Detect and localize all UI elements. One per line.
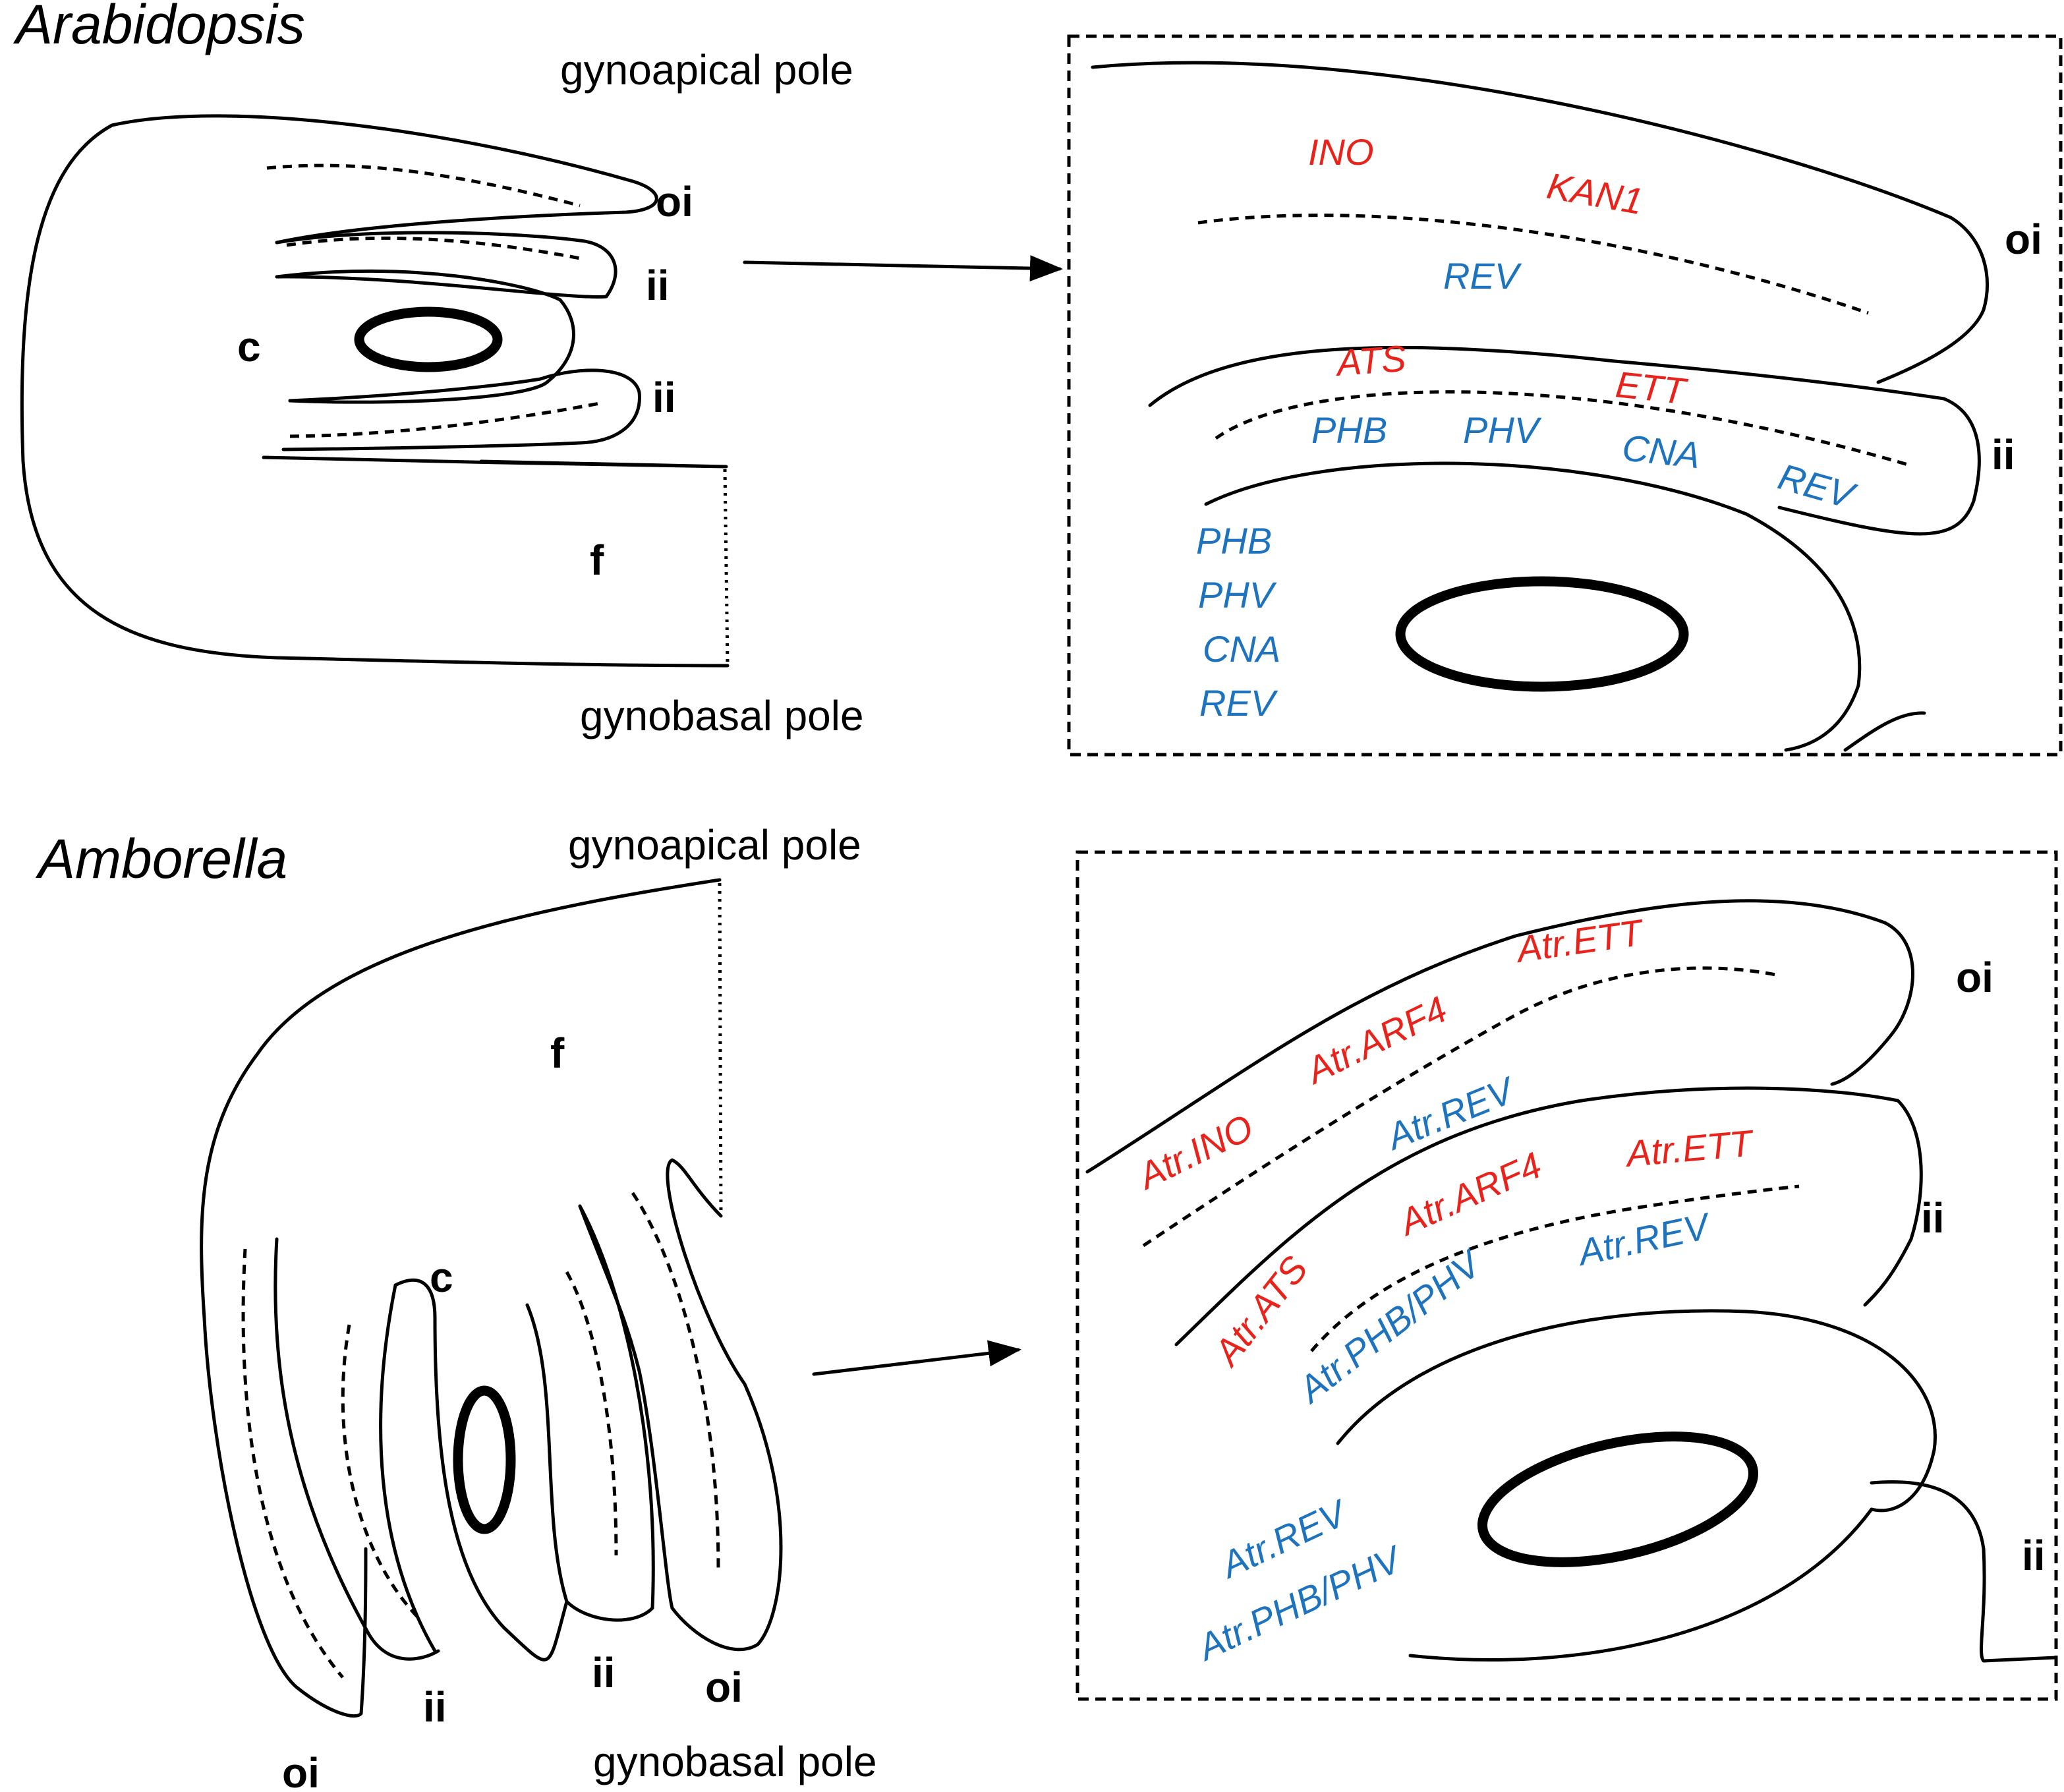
amborella-ii-right: [565, 1204, 655, 1622]
amborella-label-oi-right: oi: [705, 1663, 743, 1711]
amborella-label-oi-left: oi: [282, 1749, 320, 1792]
amborella-inset-ii-dashed: [1310, 1184, 1800, 1352]
amborella-inset-nucellus-outline: [1336, 1309, 1937, 1513]
label-c: c: [237, 323, 261, 370]
embryo-sac: [354, 306, 503, 372]
inset-label-ii: ii: [1992, 431, 2015, 478]
inset-embryo-sac: [1395, 576, 1689, 692]
gene-rev-oi: REV: [1443, 255, 1522, 297]
amborella-inset-small-ii: [1870, 1480, 2058, 1663]
inset-nucellus-outline: [1204, 461, 1862, 752]
gene-atr-ett-ii: Atr.ETT: [1623, 1122, 1756, 1174]
amborella-inset-label-ii: ii: [1921, 1194, 1945, 1242]
bottom-gynoapical-label: gynoapical pole: [568, 821, 861, 869]
inset-oi-outline: [1091, 61, 1989, 384]
top-funiculus-cut: [723, 469, 730, 665]
oi-dashed-line: [266, 163, 581, 208]
gene-cna-ii: CNA: [1620, 426, 1702, 476]
amborella-label-f: f: [550, 1029, 565, 1077]
gene-ino: INO: [1308, 131, 1374, 173]
amborella-label-ii-left: ii: [423, 1683, 447, 1731]
amborella-outer-outline: [200, 878, 722, 1718]
inset-ii-dashed: [1215, 390, 1908, 467]
gene-cna-c: CNA: [1203, 628, 1280, 670]
amborella-embryo-sac: [453, 1385, 516, 1534]
gene-atr-ett-oi: Atr.ETT: [1512, 911, 1647, 970]
amborella-title: Amborella: [35, 828, 287, 890]
outer-body-outline: [20, 114, 730, 668]
ii-upper-dashed-line: [286, 236, 581, 260]
inset-oi-dashed: [1197, 214, 1869, 315]
gene-atr-ats: Atr.ATS: [1205, 1248, 1315, 1374]
gene-atr-arf4-ii: Atr.ARF4: [1392, 1144, 1548, 1244]
label-oi: oi: [656, 178, 693, 225]
amborella-panel: Amborella gynoapical pole gynobasal pole…: [35, 821, 2058, 1792]
amborella-inset-label-ii-small: ii: [2022, 1532, 2046, 1579]
oi-outline: [275, 179, 658, 245]
amborella-inset-oi-dashed: [1142, 966, 1780, 1248]
top-gynoapical-label: gynoapical pole: [560, 46, 853, 94]
gene-atr-arf4-oi: Atr.ARF4: [1298, 988, 1453, 1092]
arabidopsis-panel: Arabidopsis gynoapical pole gynobasal po…: [13, 0, 2063, 757]
gene-phb-ii: PHB: [1311, 409, 1387, 451]
amborella-inset-label-oi: oi: [1956, 954, 1993, 1001]
arabidopsis-title: Arabidopsis: [13, 0, 305, 55]
top-gynobasal-label: gynobasal pole: [580, 692, 864, 739]
amborella-label-c: c: [430, 1254, 453, 1301]
gene-atr-phbphv-ii: Atr.PHB/PHV: [1289, 1241, 1491, 1411]
top-arrow: [743, 255, 1063, 282]
amborella-ii-right-dashed: [565, 1271, 618, 1556]
inset-ii-outline: [1148, 345, 1981, 536]
gene-rev-c: REV: [1199, 682, 1278, 724]
amborella-nucellus-outline: [393, 1278, 569, 1662]
label-ii-upper: ii: [646, 262, 670, 309]
gene-phv-ii: PHV: [1463, 409, 1542, 451]
amborella-inset-oi-outline: [1085, 899, 1914, 1174]
gene-ats: ATS: [1333, 337, 1407, 384]
gene-phv-c: PHV: [1198, 574, 1277, 616]
label-f: f: [590, 536, 604, 584]
bottom-gynobasal-label: gynobasal pole: [593, 1738, 877, 1785]
amborella-ii-left: [379, 1283, 437, 1653]
amborella-inset-embryo-sac: [1477, 1431, 1759, 1567]
inset-label-oi: oi: [2005, 216, 2042, 263]
amborella-inset-ii-outline: [1174, 1086, 1923, 1346]
amborella-oi-left-dashed: [241, 1248, 344, 1679]
amborella-inset-frame: [1075, 850, 2058, 1701]
amborella-inset: oi ii ii Atr.INO Atr.ARF4 Atr.ETT Atr.RE…: [1075, 850, 2058, 1701]
gene-kan1: KAN1: [1544, 165, 1646, 222]
ii-upper-outline: [275, 231, 617, 299]
bottom-arrow: [812, 1340, 1021, 1376]
amborella-oi-right: [578, 1158, 783, 1652]
gene-phb-c: PHB: [1196, 520, 1272, 562]
amborella-oi-right-dashed: [631, 1192, 720, 1569]
gene-ett: ETT: [1614, 363, 1690, 412]
amborella-oi-left-inner: [273, 1237, 440, 1661]
ii-lower-outline: [281, 368, 641, 451]
inset-lower-arc: [1843, 711, 1926, 752]
amborella-label-ii-right: ii: [592, 1649, 616, 1696]
amborella-inset-lower-arc: [1408, 1507, 1874, 1662]
bottom-funiculus-cut: [718, 882, 723, 1217]
nucellus-outline: [275, 269, 575, 404]
arabidopsis-inset: oi ii INO KAN1 REV ATS ETT PHB PHV CNA R…: [1067, 34, 2063, 757]
amborella-ovule-diagram: f c oi ii ii oi: [200, 878, 783, 1792]
amborella-ii-left-dashed: [341, 1324, 423, 1623]
arabidopsis-ovule-diagram: oi ii ii c f: [20, 114, 730, 668]
ii-lower-dashed-line: [289, 401, 600, 438]
label-ii-lower: ii: [652, 374, 676, 421]
